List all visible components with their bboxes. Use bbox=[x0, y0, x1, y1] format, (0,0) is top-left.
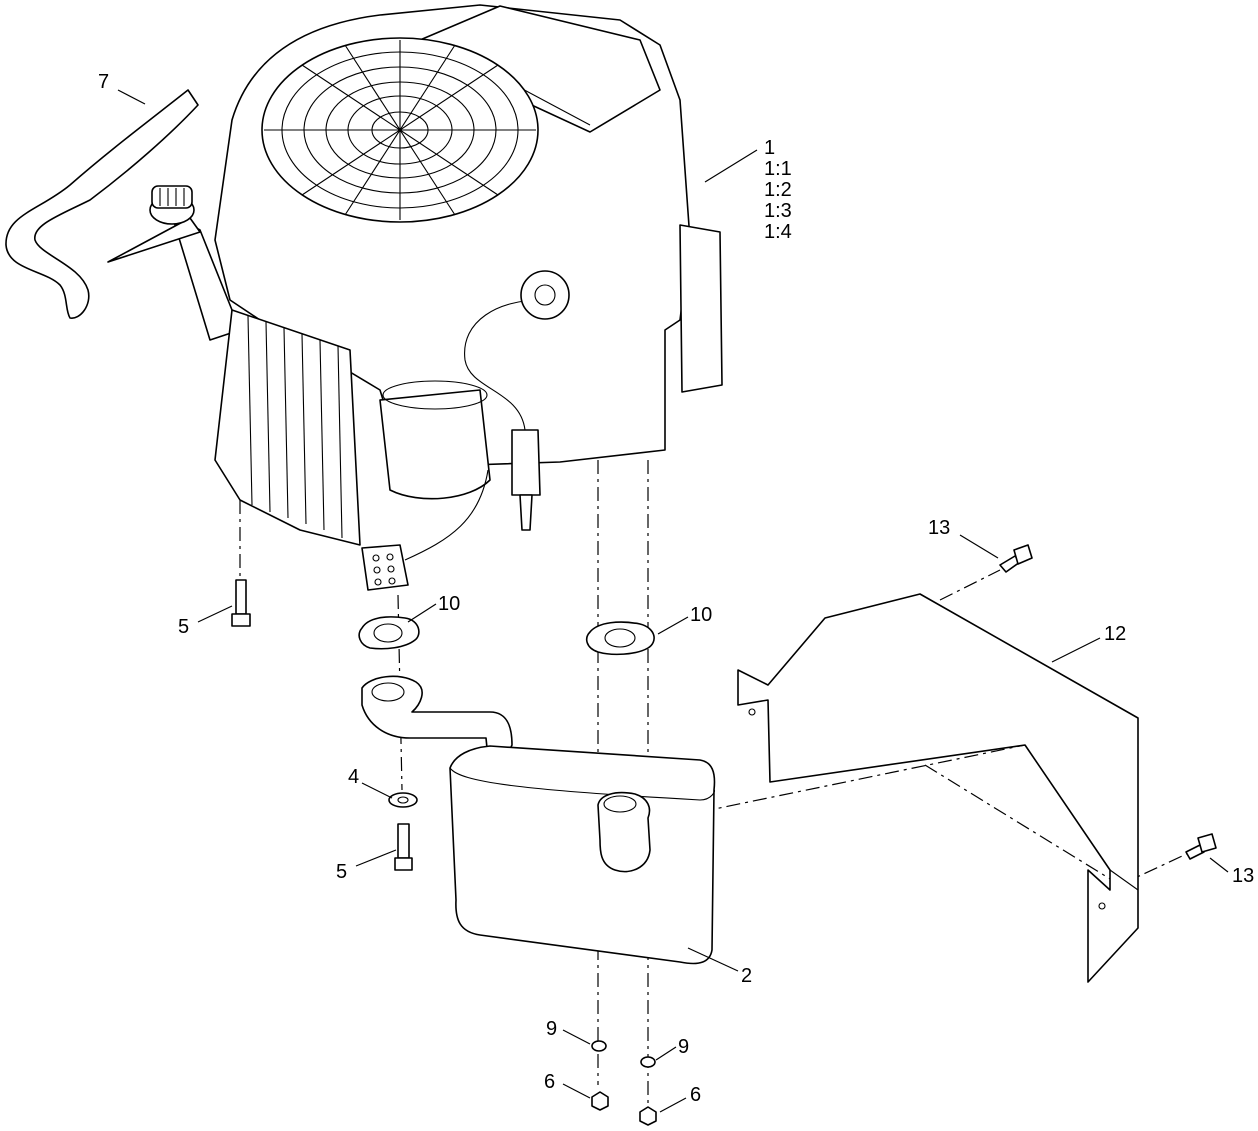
callout-10-left: 10 bbox=[438, 593, 461, 615]
lock-washer-left bbox=[591, 1040, 607, 1052]
bolt-upper bbox=[231, 579, 251, 627]
callout-2: 2 bbox=[741, 965, 753, 987]
gasket-right bbox=[585, 621, 655, 656]
muffler bbox=[361, 675, 716, 965]
callout-1-stack: 1 1:1 1:2 1:3 1:4 bbox=[764, 138, 792, 243]
dipstick-tube bbox=[107, 185, 241, 341]
callout-9-left: 9 bbox=[546, 1018, 558, 1040]
nut-left bbox=[591, 1091, 609, 1111]
gasket-left bbox=[358, 616, 420, 650]
callout-1: 1 bbox=[764, 137, 776, 159]
heat-shield bbox=[737, 593, 1139, 983]
callout-6-left: 6 bbox=[544, 1071, 556, 1093]
breather-hose bbox=[5, 89, 199, 319]
bolt-lower bbox=[394, 823, 413, 871]
callout-13-right: 13 bbox=[1232, 865, 1255, 887]
callout-12: 12 bbox=[1104, 623, 1127, 645]
nut-right bbox=[639, 1106, 657, 1126]
callout-5-upper: 5 bbox=[178, 616, 190, 638]
lock-washer-right bbox=[640, 1056, 656, 1068]
leader-lines bbox=[117, 89, 1229, 1113]
callout-6-right: 6 bbox=[690, 1084, 702, 1106]
callout-1-1: 1:1 bbox=[764, 158, 792, 180]
callout-1-2: 1:2 bbox=[764, 179, 792, 201]
callout-1-4: 1:4 bbox=[764, 221, 792, 243]
callout-7: 7 bbox=[98, 71, 110, 93]
callout-10-right: 10 bbox=[690, 604, 713, 626]
callout-4: 4 bbox=[348, 766, 360, 788]
screw-right bbox=[1185, 833, 1217, 860]
callout-13-top: 13 bbox=[928, 517, 951, 539]
callout-5-lower: 5 bbox=[336, 861, 348, 883]
screw-top bbox=[999, 544, 1033, 573]
washer bbox=[388, 792, 418, 808]
engine bbox=[214, 4, 723, 591]
callout-1-3: 1:3 bbox=[764, 200, 792, 222]
callout-9-right: 9 bbox=[678, 1036, 690, 1058]
